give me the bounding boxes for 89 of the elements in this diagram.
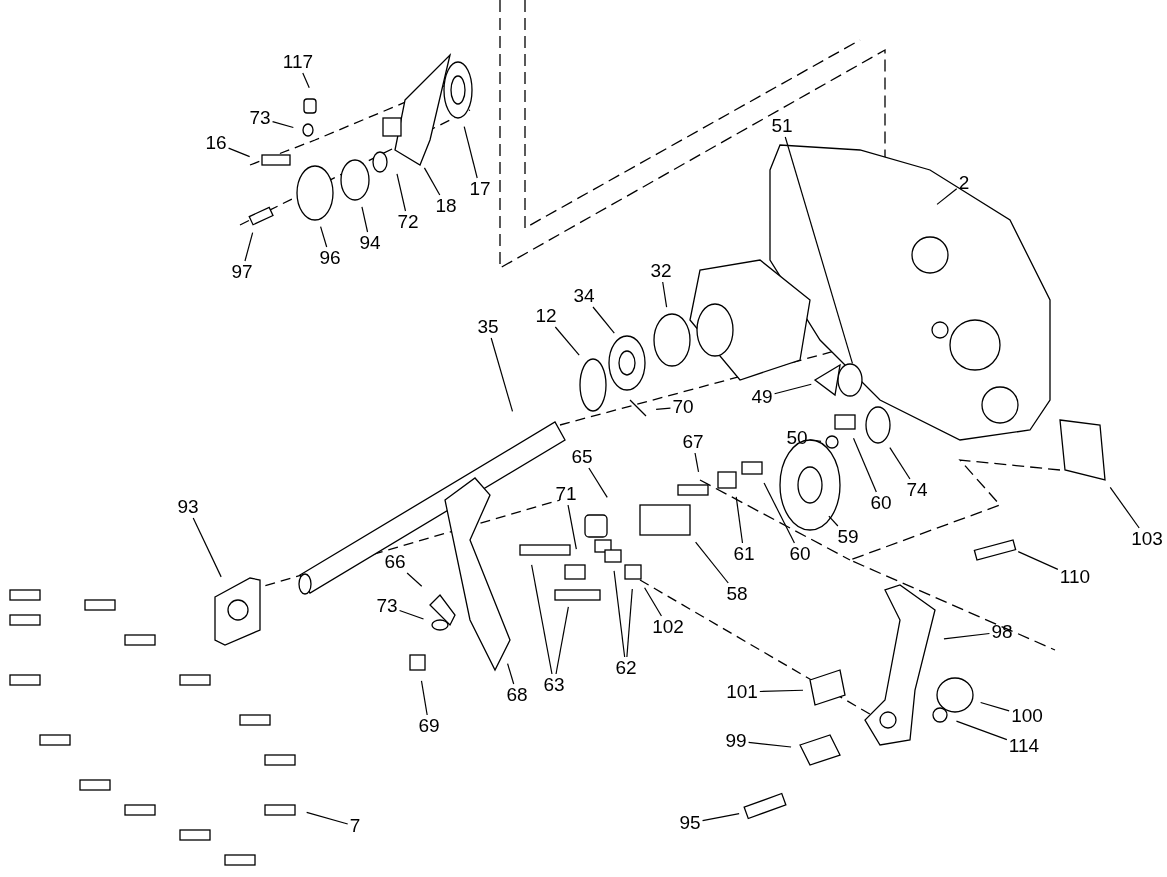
- leader-line: [271, 121, 294, 129]
- leader-line: [828, 515, 839, 527]
- leader-line: [735, 496, 744, 544]
- leader-line: [463, 126, 478, 179]
- callout-number: 103: [1131, 529, 1163, 549]
- leader-line: [955, 720, 1008, 741]
- callout-number: 94: [359, 233, 381, 253]
- leader-line: [763, 482, 796, 544]
- leader-line: [1017, 551, 1059, 570]
- callout-number: 67: [682, 432, 704, 452]
- leader-line: [554, 326, 580, 356]
- callout-number: 70: [672, 397, 694, 417]
- leader-line: [943, 632, 991, 640]
- callout-number: 66: [384, 552, 406, 572]
- leader-line: [695, 541, 729, 584]
- callout-number: 73: [249, 108, 271, 128]
- leader-line: [808, 439, 822, 442]
- leader-line: [588, 467, 608, 498]
- leader-line: [567, 504, 577, 550]
- callout-number: 18: [435, 196, 457, 216]
- leader-line: [980, 701, 1010, 712]
- leader-line: [406, 572, 423, 587]
- leader-line: [306, 811, 349, 825]
- leader-line: [490, 337, 514, 412]
- callout-number: 62: [615, 658, 637, 678]
- leader-line: [507, 663, 515, 685]
- callout-number: 65: [571, 447, 593, 467]
- leader-line: [1109, 486, 1140, 529]
- leader-line: [192, 517, 222, 578]
- callout-number: 96: [319, 248, 341, 268]
- leader-line: [747, 741, 792, 748]
- leader-line: [662, 281, 668, 308]
- callout-number: 7: [349, 816, 361, 836]
- leader-line: [592, 306, 615, 334]
- callout-number: 117: [282, 52, 314, 72]
- callout-number: 101: [726, 682, 758, 702]
- callout-number: 93: [177, 497, 199, 517]
- leader-line: [694, 452, 700, 473]
- callout-number: 35: [477, 317, 499, 337]
- callout-number: 73: [376, 596, 398, 616]
- leader-line: [361, 206, 369, 233]
- callout-number: 60: [789, 544, 811, 564]
- callout-number: 95: [679, 813, 701, 833]
- leader-line: [531, 564, 553, 675]
- callout-number: 100: [1011, 706, 1043, 726]
- callout-number: 63: [543, 675, 565, 695]
- leader-line: [644, 587, 663, 617]
- leader-line: [320, 226, 328, 248]
- leader-line: [759, 689, 804, 693]
- callout-number: 17: [469, 179, 491, 199]
- callout-number: 32: [650, 261, 672, 281]
- leader-line: [936, 188, 958, 205]
- callout-number: 97: [231, 262, 253, 282]
- callout-number: 99: [725, 731, 747, 751]
- leader-line: [852, 437, 877, 493]
- callout-number: 16: [205, 133, 227, 153]
- leader-line: [655, 407, 672, 411]
- callout-number: 69: [418, 716, 440, 736]
- callout-number: 59: [837, 527, 859, 547]
- leader-line: [626, 588, 633, 658]
- leader-line: [613, 570, 626, 658]
- callout-number: 110: [1059, 567, 1091, 587]
- leader-line: [555, 606, 569, 675]
- callout-number: 71: [555, 484, 577, 504]
- leader-line: [302, 72, 310, 89]
- leader-line: [420, 680, 428, 716]
- leader-line: [423, 167, 441, 196]
- leader-line: [398, 609, 425, 620]
- callout-number: 102: [652, 617, 684, 637]
- leader-line: [701, 813, 740, 822]
- leader-line: [244, 232, 254, 262]
- callout-number: 50: [786, 428, 808, 448]
- leader-line: [396, 173, 407, 212]
- callout-number: 60: [870, 493, 892, 513]
- callout-number: 114: [1008, 736, 1040, 756]
- leader-line: [889, 446, 911, 480]
- callout-number: 74: [906, 480, 928, 500]
- callout-number: 68: [506, 685, 528, 705]
- callout-number: 51: [771, 116, 793, 136]
- callout-number: 2: [958, 173, 970, 193]
- callout-number: 49: [751, 387, 773, 407]
- leader-line: [227, 147, 251, 158]
- callout-number: 34: [573, 286, 595, 306]
- callout-number: 72: [397, 212, 419, 232]
- callout-number: 61: [733, 544, 755, 564]
- callout-number: 58: [726, 584, 748, 604]
- callout-number: 98: [991, 622, 1013, 642]
- leader-line: [773, 383, 812, 395]
- callout-number: 12: [535, 306, 557, 326]
